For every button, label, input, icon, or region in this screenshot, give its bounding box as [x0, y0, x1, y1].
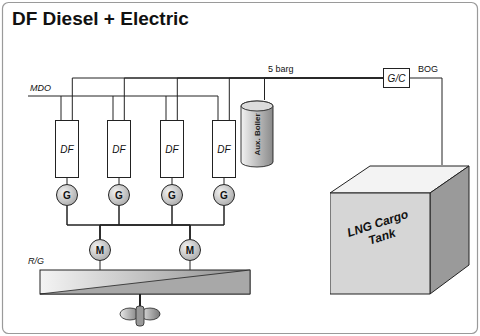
- node-text: DF: [112, 144, 125, 155]
- pipe-connector: [100, 206, 119, 239]
- pipe-connector: [177, 78, 383, 120]
- mdo-line: [28, 96, 218, 120]
- process-box: DF: [55, 120, 79, 178]
- pipe-connector: [100, 206, 172, 239]
- pipe-connector: [265, 78, 384, 100]
- node-text: G: [220, 190, 228, 201]
- machine-circle: G: [161, 184, 183, 206]
- gas-line-label: BOG: [418, 64, 438, 74]
- cargo-tank: LNG Cargo Tank: [330, 165, 470, 295]
- process-box: G/C: [383, 68, 410, 88]
- motor-shafts: [100, 261, 190, 270]
- node-text: G: [63, 190, 71, 201]
- pipe-connector: [410, 78, 442, 165]
- node-text: M: [96, 245, 104, 256]
- pipe-connector: [119, 206, 190, 239]
- process-box: DF: [107, 120, 131, 178]
- node-text: G: [115, 190, 123, 201]
- pipe-connector: [67, 206, 190, 239]
- machine-circle: G: [56, 184, 78, 206]
- node-text: Aux. Boiler: [253, 113, 262, 155]
- boiler-cylinder: Aux. Boiler: [240, 100, 274, 168]
- reduction-gear: [40, 270, 250, 294]
- process-box: DF: [212, 120, 236, 178]
- pipe-connector: [72, 78, 383, 120]
- machine-circle: G: [213, 184, 235, 206]
- diagram-title: DF Diesel + Electric: [12, 8, 189, 30]
- fuel-line-label: MDO: [30, 83, 51, 93]
- pipe-connector: [172, 206, 190, 239]
- node-text: DF: [217, 144, 230, 155]
- pressure-label: 5 barg: [268, 64, 294, 74]
- node-text: G/C: [388, 73, 406, 84]
- process-box: DF: [160, 120, 184, 178]
- machine-circle: M: [179, 239, 201, 261]
- machine-circle: M: [89, 239, 111, 261]
- node-text: DF: [60, 144, 73, 155]
- frame-border: [3, 3, 478, 334]
- machine-circle: G: [108, 184, 130, 206]
- gear-label: R/G: [28, 256, 44, 266]
- node-text: M: [186, 245, 194, 256]
- propeller: [120, 294, 160, 326]
- node-text: G: [168, 190, 176, 201]
- pipe-connector: [190, 206, 224, 239]
- pipe-connector: [100, 206, 224, 239]
- node-text: DF: [165, 144, 178, 155]
- pipe-connector: [67, 206, 100, 239]
